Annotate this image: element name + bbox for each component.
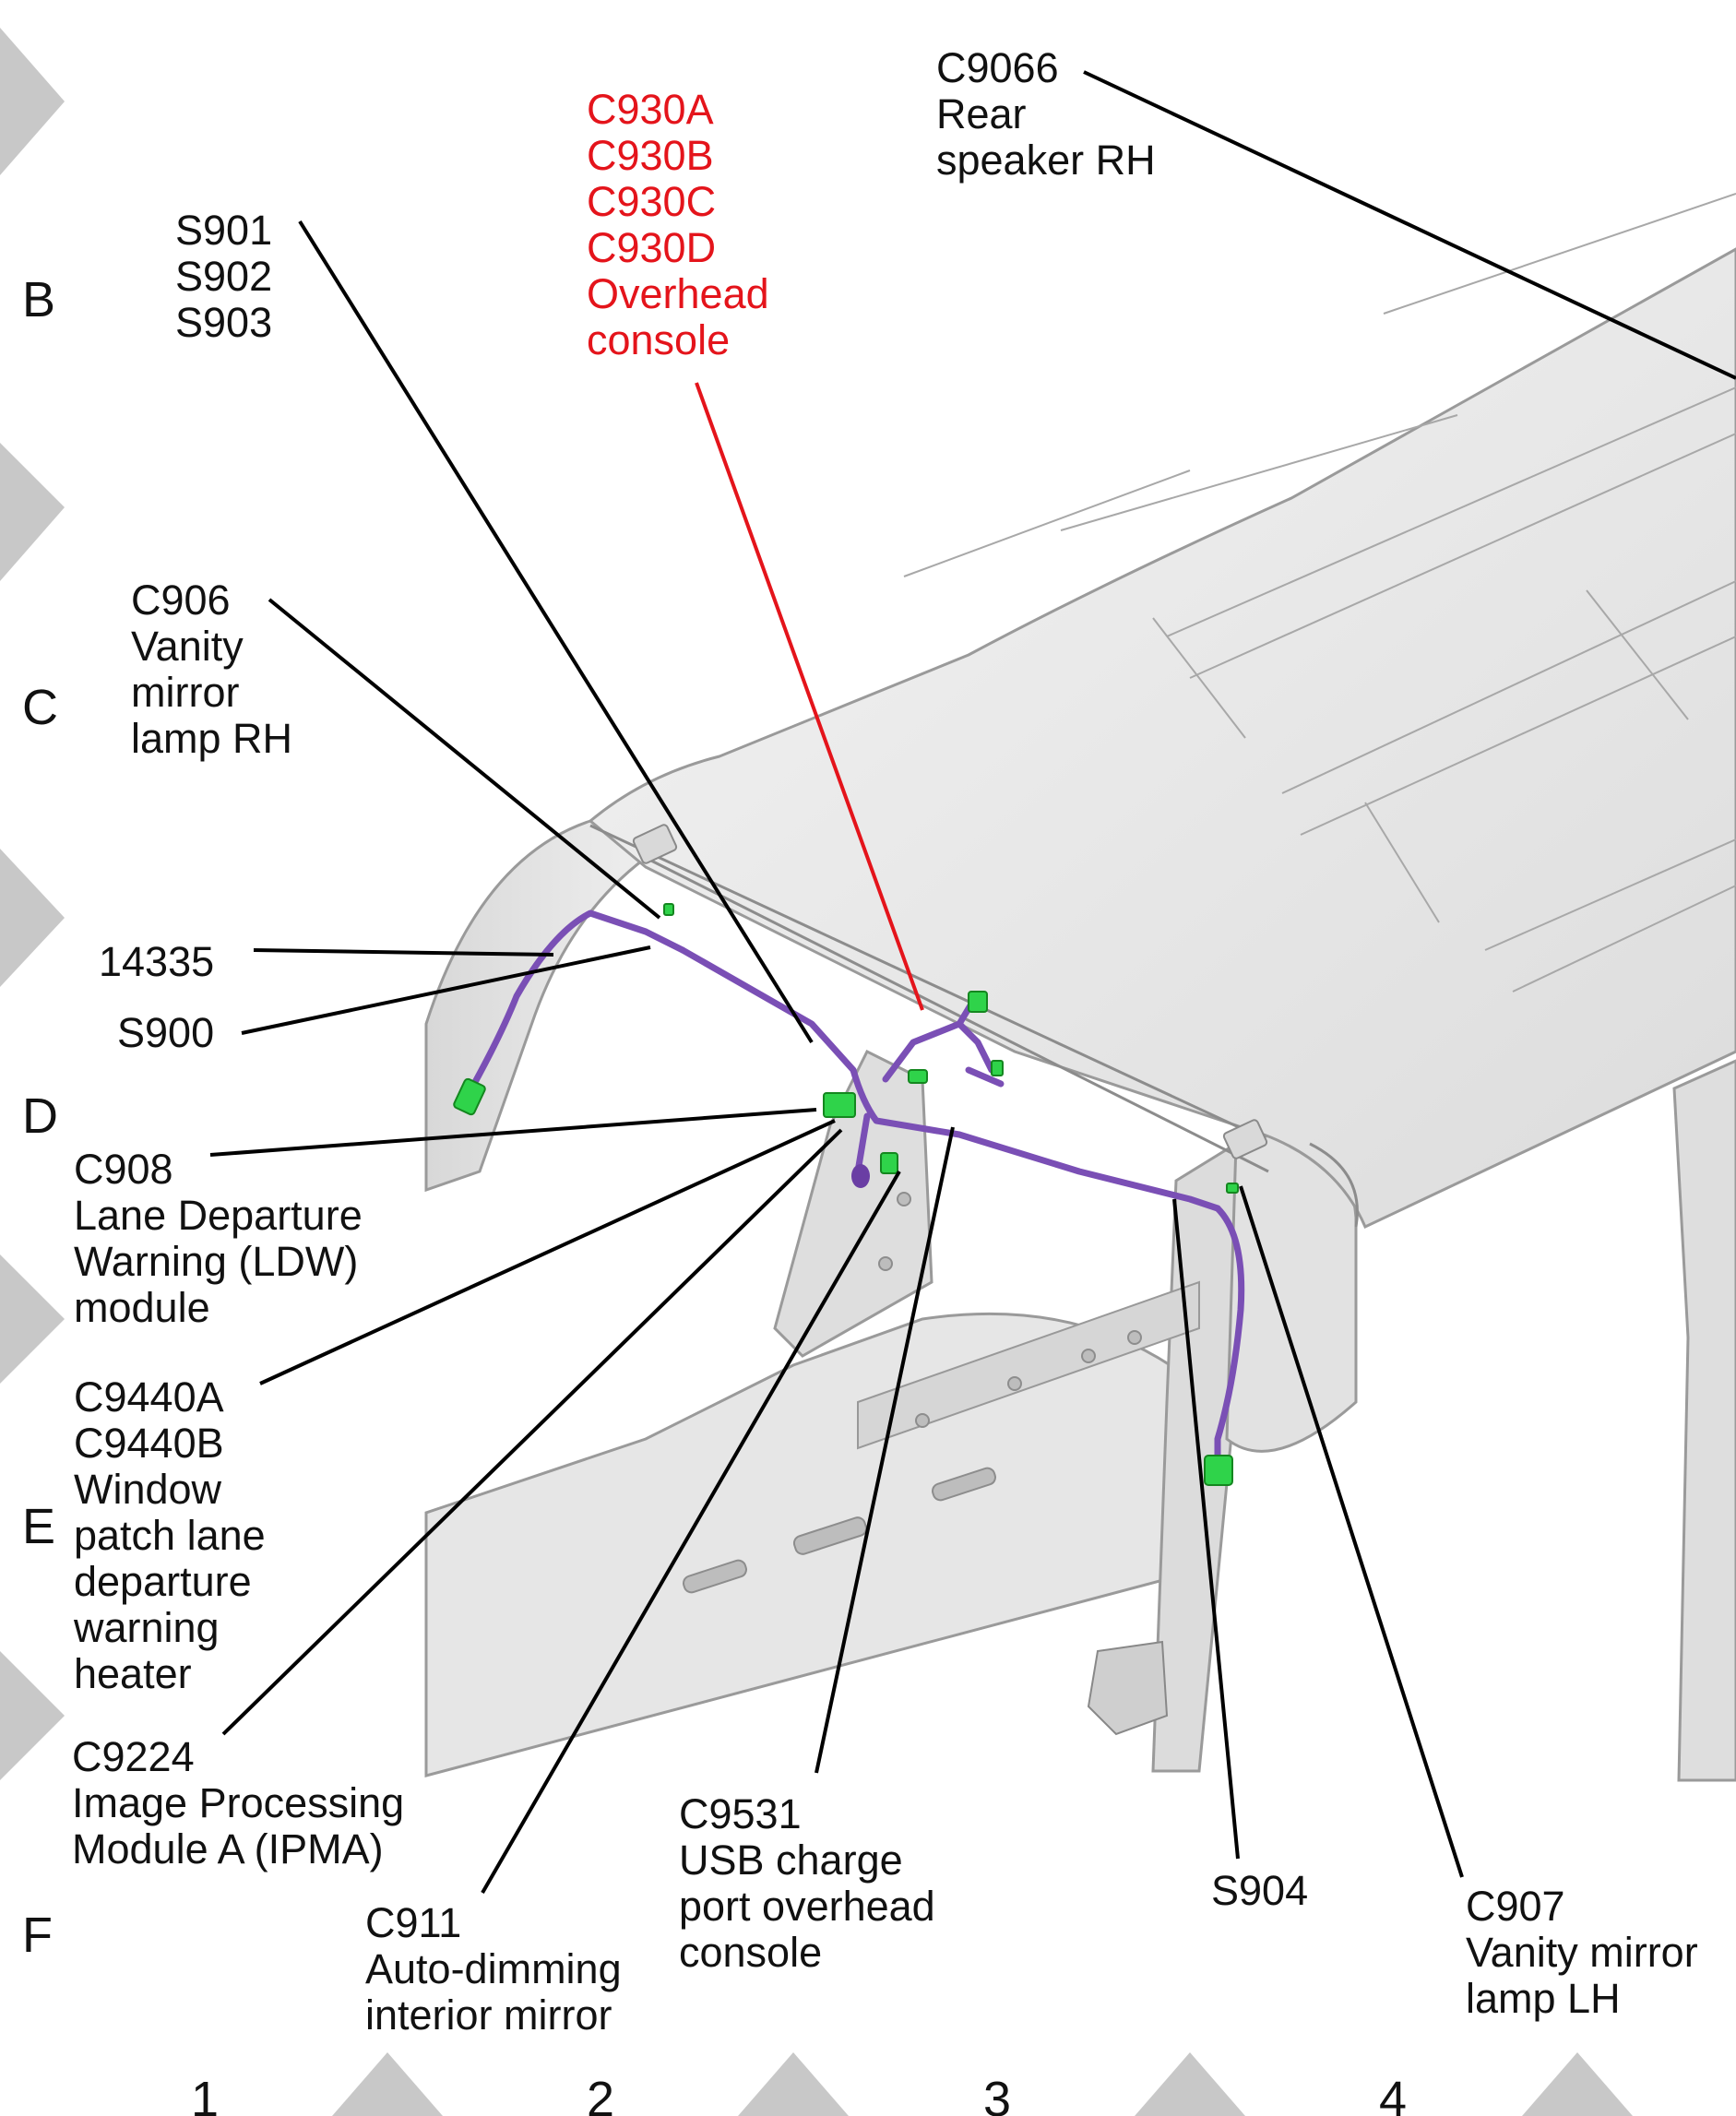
- callout-c930-overhead-console: C930A C930B C930C C930D Overhead console: [587, 86, 769, 363]
- grid-row-e: E: [22, 1499, 55, 1554]
- callout-14335: 14335: [99, 938, 214, 985]
- svg-text:S904: S904: [1211, 1867, 1308, 1914]
- svg-text:speaker RH: speaker RH: [936, 137, 1156, 184]
- svg-text:Vanity: Vanity: [131, 623, 244, 670]
- svg-text:C907: C907: [1466, 1883, 1565, 1930]
- svg-text:C930B: C930B: [587, 132, 714, 179]
- border-chevrons: [0, 28, 1633, 2116]
- leader-lines: [209, 70, 1736, 1895]
- wiring-harness: [458, 909, 1245, 1470]
- callout-c9440: C9440A C9440B Window patch lane departur…: [73, 1373, 266, 1697]
- svg-text:departure: departure: [74, 1558, 252, 1605]
- callout-c908: C908 Lane Departure Warning (LDW) module: [74, 1146, 363, 1331]
- svg-text:Overhead: Overhead: [587, 270, 769, 317]
- row-grid-labels: B C D E F: [22, 272, 58, 1963]
- svg-text:Image Processing: Image Processing: [72, 1779, 404, 1826]
- svg-text:S900: S900: [117, 1009, 214, 1056]
- callout-c907: C907 Vanity mirror lamp LH: [1466, 1883, 1698, 2022]
- callout-c9224: C9224 Image Processing Module A (IPMA): [72, 1733, 404, 1872]
- svg-text:Rear: Rear: [936, 90, 1027, 137]
- svg-text:C9224: C9224: [72, 1733, 195, 1780]
- svg-text:Warning (LDW): Warning (LDW): [74, 1238, 358, 1285]
- callout-s904: S904: [1211, 1867, 1308, 1914]
- callout-c9066: C9066 Rear speaker RH: [936, 44, 1156, 184]
- svg-text:Window: Window: [74, 1466, 222, 1513]
- svg-text:C911: C911: [365, 1899, 461, 1946]
- grid-col-1: 1: [191, 2072, 219, 2116]
- svg-text:USB charge: USB charge: [679, 1837, 903, 1884]
- svg-text:lamp RH: lamp RH: [131, 715, 292, 762]
- svg-text:C906: C906: [131, 577, 231, 624]
- connectors: [453, 903, 1239, 1486]
- svg-text:console: console: [587, 316, 730, 363]
- svg-text:C930D: C930D: [587, 224, 716, 271]
- svg-text:Auto-dimming: Auto-dimming: [365, 1945, 622, 1992]
- grid-col-4: 4: [1379, 2072, 1407, 2116]
- svg-text:S901: S901: [175, 207, 272, 254]
- svg-text:C9440A: C9440A: [74, 1373, 224, 1421]
- callout-s900: S900: [117, 1009, 214, 1056]
- grid-row-c: C: [22, 680, 58, 735]
- svg-text:module: module: [74, 1284, 210, 1331]
- svg-text:S902: S902: [175, 253, 272, 300]
- svg-text:mirror: mirror: [131, 669, 239, 716]
- svg-text:warning: warning: [73, 1604, 220, 1651]
- svg-text:console: console: [679, 1929, 822, 1976]
- grid-row-f: F: [22, 1908, 53, 1963]
- vehicle-body-drawing: [424, 193, 1736, 1782]
- callout-s901-s903: S901 S902 S903: [175, 207, 272, 346]
- grid-row-d: D: [22, 1088, 58, 1144]
- svg-text:interior mirror: interior mirror: [365, 1991, 612, 2039]
- grid-col-3: 3: [983, 2072, 1011, 2116]
- svg-text:Vanity mirror: Vanity mirror: [1466, 1929, 1698, 1976]
- svg-text:heater: heater: [74, 1650, 192, 1697]
- svg-text:C908: C908: [74, 1146, 173, 1193]
- svg-text:patch lane: patch lane: [74, 1512, 266, 1559]
- svg-text:lamp LH: lamp LH: [1466, 1975, 1621, 2022]
- callout-c906: C906 Vanity mirror lamp RH: [131, 577, 292, 762]
- grid-col-2: 2: [587, 2072, 614, 2116]
- column-grid-labels: 1 2 3 4: [191, 2072, 1407, 2116]
- svg-text:C9066: C9066: [936, 44, 1059, 91]
- svg-text:C9531: C9531: [679, 1790, 802, 1837]
- svg-text:C930C: C930C: [587, 178, 716, 225]
- svg-text:Lane Departure: Lane Departure: [74, 1192, 363, 1239]
- callout-c911: C911 Auto-dimming interior mirror: [365, 1899, 622, 2039]
- callout-c9531: C9531 USB charge port overhead console: [679, 1790, 935, 1976]
- svg-text:port overhead: port overhead: [679, 1883, 935, 1930]
- svg-text:14335: 14335: [99, 938, 214, 985]
- svg-text:S903: S903: [175, 299, 272, 346]
- grid-row-b: B: [22, 272, 55, 327]
- svg-text:C930A: C930A: [587, 86, 714, 133]
- svg-text:C9440B: C9440B: [74, 1420, 224, 1467]
- svg-text:Module A (IPMA): Module A (IPMA): [72, 1825, 384, 1872]
